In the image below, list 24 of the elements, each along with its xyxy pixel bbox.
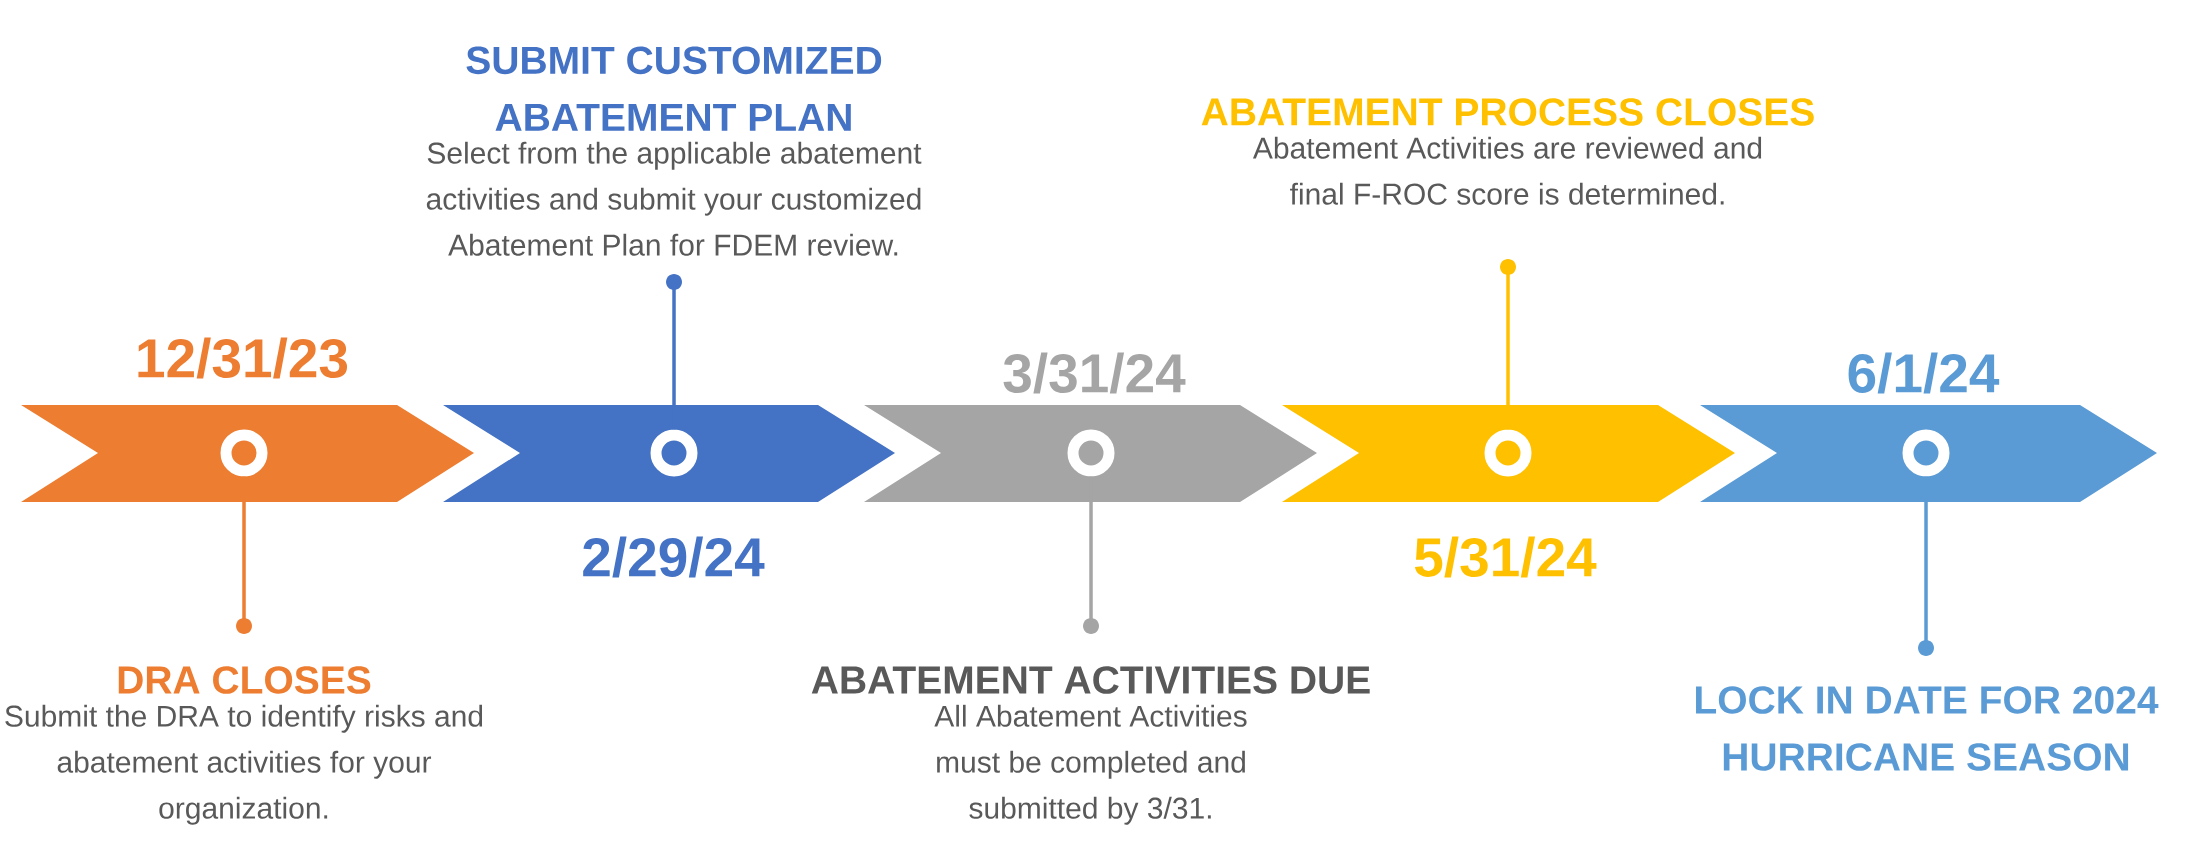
date-label: 6/1/24 xyxy=(1848,352,2000,394)
milestone-title: LOCK IN DATE FOR 2024 HURRICANE SEASON xyxy=(1696,686,2159,771)
milestone-title: SUBMIT CUSTOMIZED ABATEMENT PLAN xyxy=(466,46,882,131)
milestone-title: ABATEMENT PROCESS CLOSES xyxy=(1201,98,1814,126)
milestone-marker xyxy=(1067,429,1115,477)
leader-line xyxy=(1500,259,1516,430)
milestone-title: ABATEMENT ACTIVITIES DUE xyxy=(811,666,1370,694)
leader-line xyxy=(1918,476,1934,656)
milestone-description: Select from the applicable abatement activities and submit your customized Abatement Plan for FDEM review. xyxy=(426,141,922,256)
milestone-marker xyxy=(1902,429,1950,477)
date-label: 3/31/24 xyxy=(1003,352,1186,394)
leader-line xyxy=(666,274,682,430)
milestone-description: All Abatement Activities must be completed and submitted by 3/31. xyxy=(934,704,1247,825)
leader-line xyxy=(236,476,252,634)
date-label: 5/31/24 xyxy=(1414,536,1597,578)
milestone-marker xyxy=(220,429,268,477)
milestone-description: Abatement Activities are reviewed and final F-ROC score is determined. xyxy=(1252,136,1762,205)
milestone-marker xyxy=(650,429,698,477)
date-label: 2/29/24 xyxy=(583,536,765,578)
milestone-title: DRA CLOSES xyxy=(118,666,371,694)
milestone-description: Submit the DRA to identify risks and abatement activities for your organization. xyxy=(5,704,483,825)
milestone-marker xyxy=(1484,429,1532,477)
date-label: 12/31/23 xyxy=(138,337,348,379)
leader-line xyxy=(1083,476,1099,634)
